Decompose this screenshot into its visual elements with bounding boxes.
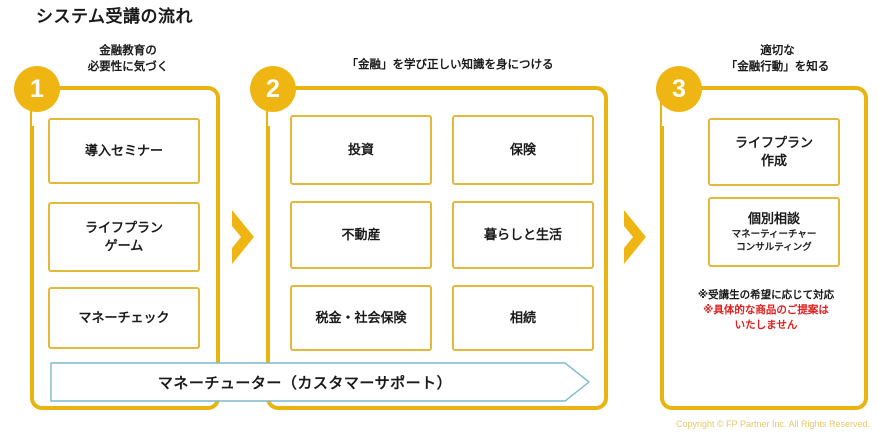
step-number-3: 3 [656, 66, 702, 112]
copyright-notice: Copyright © FP Partner Inc. All Rights R… [675, 419, 870, 429]
item-label: 導入セミナー [84, 143, 163, 159]
page-title: システム受講の流れ [36, 7, 193, 26]
item-label: ライフプラン ゲーム [84, 220, 163, 253]
stage-1-caption: 金融教育の 必要性に気づく [87, 45, 169, 73]
stage-2-item-box[interactable]: 税金・社会保険 [290, 285, 432, 351]
stage-2-frame [266, 86, 608, 410]
stage-3-caption: 適切な 「金融行動」を知る [725, 45, 830, 73]
stage-3-frame [660, 86, 868, 410]
item-sublabel: マネーティーチャー コンサルティング [731, 229, 817, 253]
step-number-1: 1 [14, 66, 60, 112]
item-label: 投資 [347, 142, 374, 158]
stage-3-notes: ※受講生の希望に応じて対応 ※具体的な商品のご提案は いたしません [666, 288, 866, 334]
item-label: 暮らしと生活 [483, 227, 562, 243]
banner-label: マネーチューター（カスタマーサポート） [157, 374, 453, 392]
stage-2-item-box[interactable]: 投資 [290, 115, 432, 185]
stage-2-item-box[interactable]: 相続 [452, 285, 594, 351]
item-label: ライフプラン 作成 [734, 135, 813, 168]
chevron-right-icon [622, 208, 648, 266]
item-label: 税金・社会保険 [315, 310, 407, 326]
stage-2-item-box[interactable]: 保険 [452, 115, 594, 185]
chevron-right-icon [230, 208, 256, 266]
stage-3-item-box[interactable]: ライフプラン 作成 [708, 118, 840, 186]
item-label: 保険 [509, 142, 536, 158]
item-label: 個別相談 [747, 210, 800, 226]
stage-2-caption: 「金融」を学び正しい知識を身につける [346, 59, 554, 71]
stage-1-item-box[interactable]: 導入セミナー [48, 118, 200, 184]
stage-2-item-box[interactable]: 暮らしと生活 [452, 201, 594, 269]
stage-2-item-box[interactable]: 不動産 [290, 201, 432, 269]
item-label: マネーチェック [78, 310, 170, 326]
stage-1-item-box[interactable]: ライフプラン ゲーム [48, 202, 200, 272]
customer-support-banner: マネーチューター（カスタマーサポート） [50, 362, 590, 402]
step-number-2: 2 [250, 66, 296, 112]
note-line-warning: ※具体的な商品のご提案は いたしません [703, 304, 829, 332]
banner-arrow-shape [50, 362, 590, 402]
stage-1-frame [30, 86, 220, 410]
note-line-primary: ※受講生の希望に応じて対応 [697, 289, 835, 301]
stage-1-item-box[interactable]: マネーチェック [48, 287, 200, 349]
item-label: 相続 [509, 310, 536, 326]
stage-3-item-box[interactable]: 個別相談 マネーティーチャー コンサルティング [708, 197, 840, 267]
item-label: 不動産 [341, 227, 381, 243]
